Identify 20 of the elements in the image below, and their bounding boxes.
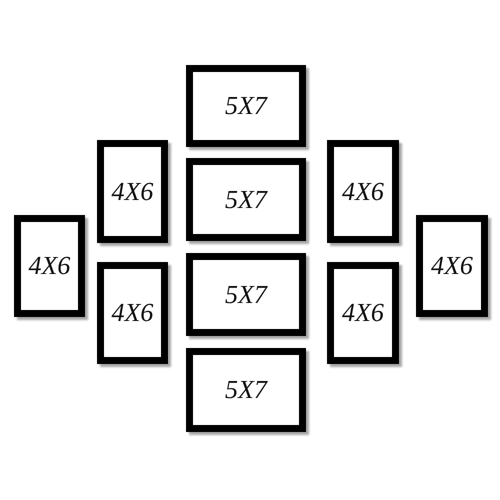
picture-frame [327,140,399,243]
frame-size-label: 4X6 [431,251,473,281]
picture-frame [186,348,306,432]
frame-size-label: 5X7 [225,280,267,310]
picture-frame [186,158,306,241]
frame-size-label: 4X6 [28,251,70,281]
frame-size-label: 5X7 [225,375,267,405]
picture-frame [97,262,168,364]
frame-size-label: 4X6 [112,176,154,206]
picture-frame [186,253,306,336]
frame-size-label: 4X6 [342,298,384,328]
frame-size-label: 4X6 [342,176,384,206]
picture-frame [97,140,168,243]
picture-frame [416,215,488,317]
picture-frame [14,215,85,317]
picture-frame [186,65,306,147]
frame-size-label: 4X6 [112,298,154,328]
frame-size-label: 5X7 [225,184,267,214]
picture-frame [327,262,399,364]
frame-size-label: 5X7 [225,91,267,121]
